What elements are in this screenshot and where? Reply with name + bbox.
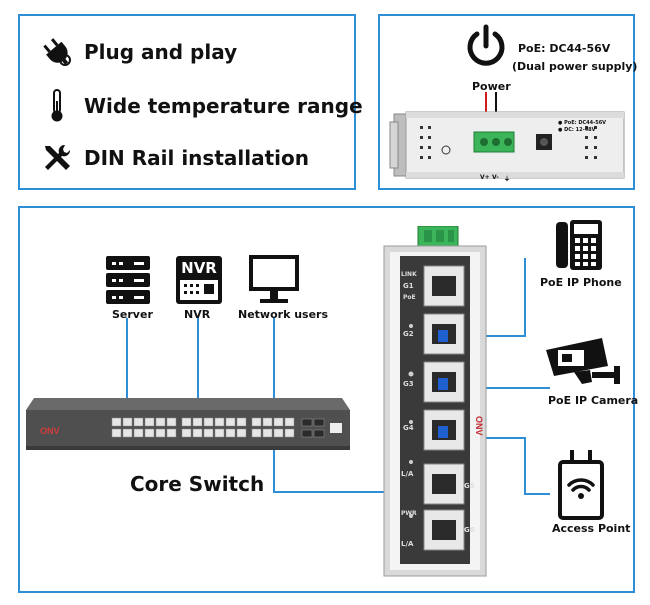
terminal-vminus: V- xyxy=(492,174,499,181)
terminal-ground: ⏚ xyxy=(504,176,511,183)
access-point-label: Access Point xyxy=(552,522,631,535)
network-diagram-panel: Server NVR NVR Network users ONV xyxy=(18,206,639,593)
ip-phone-icon xyxy=(552,216,604,272)
nvr-label: NVR xyxy=(184,308,211,321)
port-g2-label: G2 xyxy=(403,330,414,338)
feature-plug-and-play: Plug and play xyxy=(40,34,237,70)
power-label: Power xyxy=(472,80,511,93)
core-switch-illustration: ONV xyxy=(26,398,350,450)
network-users-label: Network users xyxy=(238,308,329,321)
port-g5-label: G5 xyxy=(464,482,475,490)
power-button-icon xyxy=(464,24,508,68)
port-link-label: LINK xyxy=(401,271,417,278)
feature-label: Wide temperature range xyxy=(84,94,363,118)
industrial-poe-switch: ONV LINK G1 PoE G2 G3 G4 L/A G5 PWR G6 L… xyxy=(380,226,490,578)
dc-spec-line1: ● PoE: DC44-56V xyxy=(558,120,607,126)
dc-spec-line2: ● DC: 12-48V xyxy=(558,127,596,133)
feature-label: Plug and play xyxy=(84,40,238,64)
nvr-icon: NVR xyxy=(174,254,224,306)
ip-camera-label: PoE IP Camera xyxy=(548,394,639,407)
port-la1-label: L/A xyxy=(401,470,414,478)
port-g3-label: G3 xyxy=(403,380,414,388)
ip-phone-label: PoE IP Phone xyxy=(540,276,622,289)
port-g6-label: G6 xyxy=(464,526,475,534)
server-icon xyxy=(104,254,152,306)
wifi-access-point-icon xyxy=(556,448,606,520)
port-g1-label: G1 xyxy=(403,282,414,290)
plug-icon xyxy=(40,35,74,69)
switch-brand: ONV xyxy=(474,416,484,436)
port-poe-label: PoE xyxy=(403,294,416,301)
poe-spec-line2: (Dual power supply) xyxy=(512,60,638,73)
port-la2-label: L/A xyxy=(401,540,414,548)
ip-camera-icon xyxy=(544,336,630,388)
core-switch-brand: ONV xyxy=(40,426,60,436)
feature-wide-temperature: Wide temperature range xyxy=(40,88,363,124)
poe-spec-line1: PoE: DC44-56V xyxy=(518,42,611,55)
thermometer-icon xyxy=(40,89,74,123)
server-label: Server xyxy=(112,308,153,321)
feature-din-rail: DIN Rail installation xyxy=(40,140,309,176)
switch-top-view-illustration xyxy=(389,92,625,179)
monitor-icon xyxy=(248,254,300,306)
features-panel: Plug and play Wide temperature range DIN… xyxy=(18,14,363,190)
feature-label: DIN Rail installation xyxy=(84,146,309,170)
power-panel: PoE: DC44-56V (Dual power supply) Power xyxy=(378,14,638,190)
pwr-led-label: PWR xyxy=(401,510,417,517)
port-g4-label: G4 xyxy=(403,424,414,432)
core-switch-label: Core Switch xyxy=(130,472,265,496)
terminal-vplus: V+ xyxy=(480,174,490,181)
tools-icon xyxy=(40,141,74,175)
nvr-badge-text: NVR xyxy=(181,259,217,277)
